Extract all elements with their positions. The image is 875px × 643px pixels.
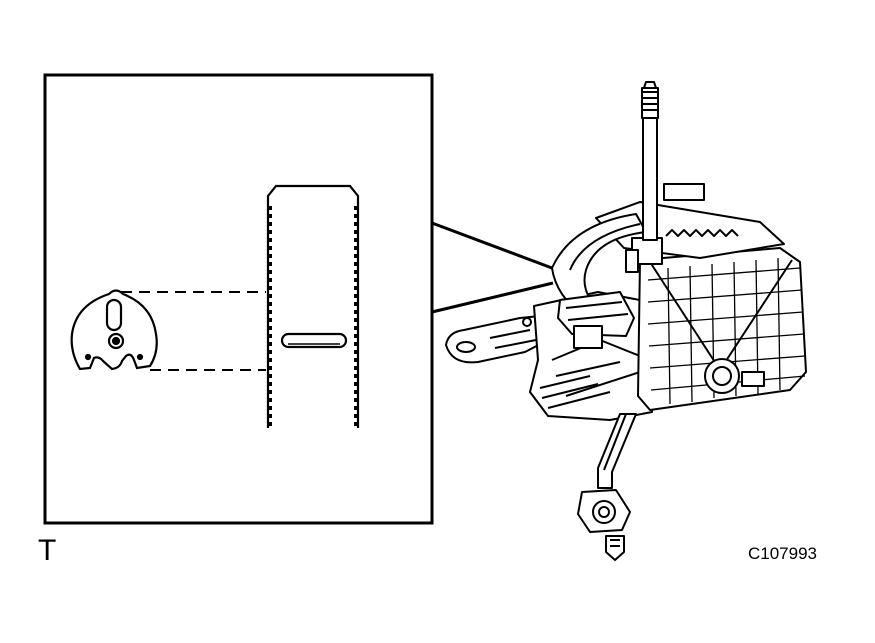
strip-tooth bbox=[354, 398, 358, 402]
strip-tooth bbox=[354, 270, 358, 274]
strip-tooth bbox=[354, 214, 358, 218]
strip-teeth-left bbox=[268, 206, 272, 426]
strip-tooth bbox=[354, 334, 358, 338]
strip-tooth bbox=[268, 334, 272, 338]
lever-rod-threads bbox=[641, 91, 659, 111]
strip-tooth bbox=[268, 278, 272, 282]
strip-tooth bbox=[268, 214, 272, 218]
plate-hole-left bbox=[84, 353, 92, 361]
strip-tooth bbox=[268, 414, 272, 418]
strip-tooth bbox=[354, 390, 358, 394]
link-arm bbox=[597, 413, 637, 489]
strip-tooth bbox=[268, 270, 272, 274]
flange-bolt bbox=[522, 317, 532, 327]
strip-tooth bbox=[268, 398, 272, 402]
leader-line-lower bbox=[431, 281, 554, 314]
detent-lever-edge bbox=[565, 301, 629, 321]
strip-tooth bbox=[268, 294, 272, 298]
strip-tooth bbox=[268, 254, 272, 258]
flange-hole bbox=[456, 341, 476, 353]
strip-tooth bbox=[354, 294, 358, 298]
strip-tooth bbox=[354, 286, 358, 290]
strip-tooth bbox=[268, 342, 272, 346]
strip-tooth bbox=[268, 262, 272, 266]
strip-tooth bbox=[268, 374, 272, 378]
slotted-strip bbox=[266, 184, 360, 428]
plate-pivot-outer bbox=[107, 332, 125, 350]
strip-tooth bbox=[268, 390, 272, 394]
arc-guide-inner bbox=[569, 223, 641, 271]
link-joint-inner bbox=[598, 506, 610, 518]
flange-rib bbox=[489, 329, 537, 349]
lever-rod bbox=[642, 117, 658, 241]
strip-tooth bbox=[268, 382, 272, 386]
strip-tooth bbox=[354, 206, 358, 210]
strip-tooth bbox=[354, 246, 358, 250]
strip-tooth bbox=[268, 318, 272, 322]
pivot-clip bbox=[741, 371, 765, 387]
strip-tooth bbox=[268, 350, 272, 354]
strip-tooth bbox=[354, 414, 358, 418]
strip-tooth bbox=[354, 406, 358, 410]
leader-line-upper bbox=[431, 221, 553, 270]
plate-outline bbox=[70, 289, 158, 371]
strip-tooth bbox=[354, 302, 358, 306]
strip-tooth bbox=[268, 230, 272, 234]
strip-tooth bbox=[354, 278, 358, 282]
link-arm-edge bbox=[603, 413, 627, 471]
shift-lever-assembly bbox=[445, 81, 807, 561]
strip-tooth bbox=[354, 254, 358, 258]
pointer-b-marker bbox=[605, 535, 625, 561]
strip-tooth bbox=[268, 222, 272, 226]
plate-pivot-inner bbox=[111, 336, 121, 346]
strip-tooth bbox=[354, 358, 358, 362]
housing-ribs bbox=[539, 361, 621, 409]
strip-tooth bbox=[268, 206, 272, 210]
strip-teeth-right bbox=[354, 206, 358, 426]
side-plate bbox=[637, 247, 807, 411]
strip-tooth bbox=[354, 382, 358, 386]
strip-tooth bbox=[354, 222, 358, 226]
strip-tooth bbox=[354, 374, 358, 378]
strip-tooth bbox=[354, 262, 358, 266]
strip-tooth bbox=[354, 326, 358, 330]
lever-rod-tip bbox=[643, 81, 657, 89]
plate-slot bbox=[105, 298, 123, 332]
mounting-flange bbox=[445, 315, 549, 364]
strip-tooth bbox=[354, 366, 358, 370]
strip-tooth bbox=[354, 350, 358, 354]
strip-tooth bbox=[354, 318, 358, 322]
shaft-collar-cap bbox=[625, 249, 639, 273]
strip-slot bbox=[280, 332, 348, 349]
strip-tooth bbox=[354, 230, 358, 234]
strip-tooth bbox=[354, 310, 358, 314]
strip-tooth bbox=[268, 310, 272, 314]
top-cover-tab bbox=[663, 183, 705, 201]
strip-tooth bbox=[268, 406, 272, 410]
strip-tooth bbox=[268, 302, 272, 306]
strip-tooth bbox=[268, 358, 272, 362]
strip-tooth bbox=[268, 422, 272, 426]
strip-tooth bbox=[354, 238, 358, 242]
strip-tooth bbox=[268, 366, 272, 370]
strip-tooth bbox=[354, 342, 358, 346]
pivot-boss-inner bbox=[712, 366, 732, 386]
detent-plate bbox=[70, 289, 158, 371]
top-cover-teeth bbox=[665, 229, 739, 237]
strip-tooth bbox=[268, 238, 272, 242]
detail-inset bbox=[43, 73, 554, 525]
strip-tooth bbox=[268, 326, 272, 330]
detent-roller-block bbox=[573, 325, 603, 349]
view-label: T bbox=[38, 534, 57, 567]
pointer-b-detail bbox=[610, 539, 620, 547]
plate-hole-right bbox=[136, 353, 144, 361]
strip-tooth bbox=[354, 422, 358, 426]
detail-frame bbox=[43, 73, 434, 525]
strip-top-edge bbox=[266, 184, 360, 203]
strip-tooth bbox=[268, 246, 272, 250]
figure-code: C107993 bbox=[748, 544, 818, 563]
strip-tooth bbox=[268, 286, 272, 290]
